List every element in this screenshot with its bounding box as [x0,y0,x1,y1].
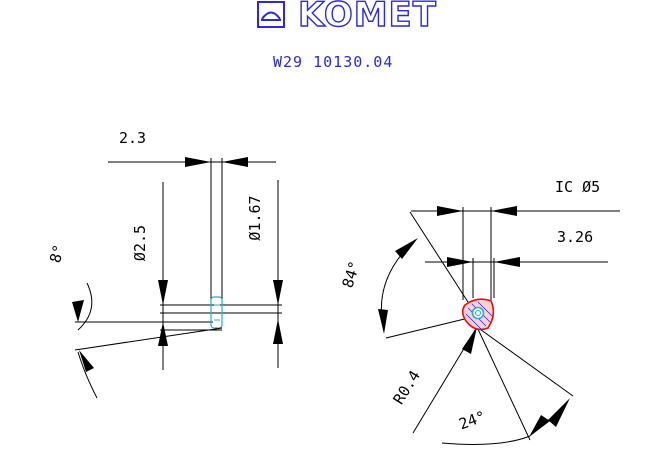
part-number: W29 10130.04 [273,53,393,71]
top-view: IC Ø5 3.26 84° R0.4 24° [338,178,620,445]
included-angle-label: 84° [338,259,363,290]
clearance-angle-label: 8° [46,243,68,265]
insert-top-profile [461,298,495,331]
ic-label: IC Ø5 [555,178,600,196]
komet-logo-icon [257,1,285,28]
thickness-label: 2.3 [119,129,146,147]
angle-label: 24° [456,407,488,433]
brand-name: KOMET [298,0,437,35]
insert-side-profile [210,296,223,329]
side-view: 2.3 Ø2.5 Ø1.67 8° [46,129,283,399]
width-label: 3.26 [557,228,593,246]
diameter-inner-label: Ø1.67 [246,195,264,240]
diameter-outer-label: Ø2.5 [131,225,149,261]
komet-logo: KOMET [257,0,437,36]
radius-label: R0.4 [390,367,424,407]
